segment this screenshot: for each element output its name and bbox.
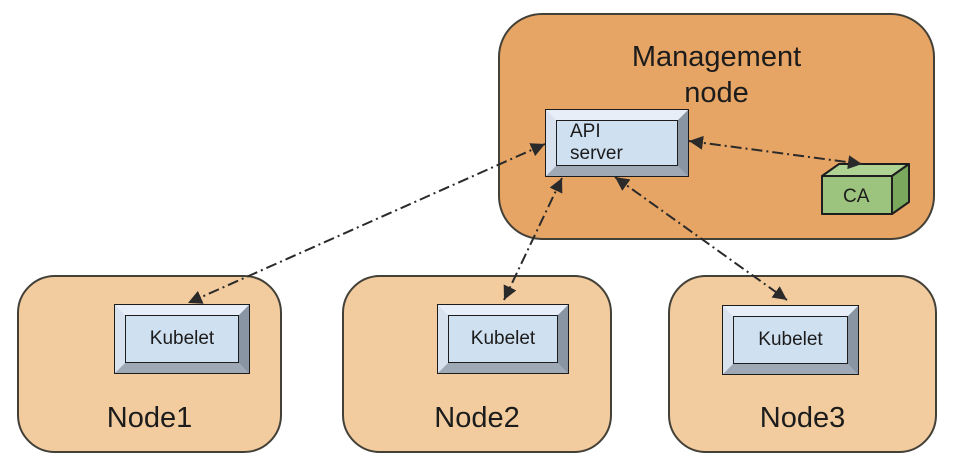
worker-node-1-label: Node1 [106, 402, 193, 434]
ca-front-face [821, 175, 893, 215]
worker-node-1: Kubelet Node1 [17, 275, 282, 453]
kubelet-box-2: Kubelet [437, 304, 569, 374]
management-node: Management node API server CA [498, 13, 935, 240]
ca-box: CA [821, 163, 910, 215]
api-server-label: API server [556, 120, 678, 166]
kubelet-box-3-bevel [723, 306, 858, 374]
kubelet-label-1: Kubelet [125, 315, 239, 363]
kubelet-label-3: Kubelet [733, 316, 848, 364]
worker-node-3: Kubelet Node3 [668, 275, 937, 453]
kubelet-label-2: Kubelet [448, 315, 558, 363]
api-server-box: API server [545, 109, 689, 177]
kubelet-box-3: Kubelet [722, 305, 859, 375]
worker-node-2: Kubelet Node2 [342, 275, 612, 453]
management-node-title: Management node [631, 41, 802, 109]
ca-label: CA [843, 186, 870, 207]
api-server-box-bevel [546, 110, 688, 176]
worker-node-2-label: Node2 [434, 402, 520, 434]
kubelet-box-2-bevel [438, 305, 568, 373]
kubelet-box-1: Kubelet [114, 304, 250, 374]
worker-node-3-label: Node3 [759, 402, 846, 434]
kubelet-box-1-bevel [115, 305, 249, 373]
